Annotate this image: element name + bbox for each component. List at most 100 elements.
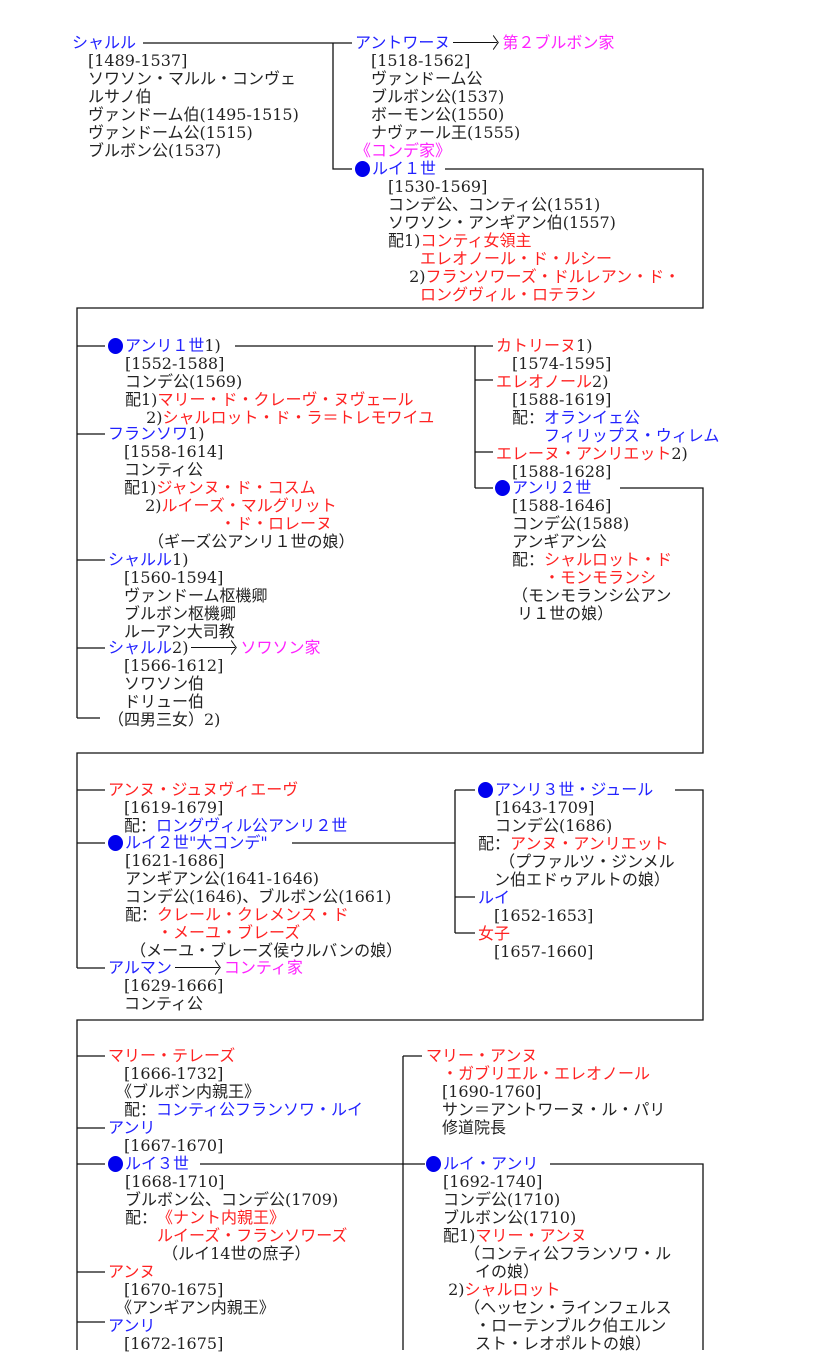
person-name: アンリ３世・ジュール <box>495 780 654 799</box>
person-detail-line: ・ガブリエル・エレオノール <box>426 1065 665 1083</box>
detail-text: [1552-1588] <box>125 354 225 373</box>
person-detail-line: コンデ公、コンティ公(1551) <box>355 196 680 214</box>
person-name: ・ガブリエル・エレオノール <box>442 1064 651 1083</box>
person-detail-line: ソワソン・アンギアン伯(1557) <box>355 214 680 232</box>
detail-text: [1657-1660] <box>478 942 594 961</box>
person-henri2: アンリ２世[1588-1646]コンデ公(1588)アンギアン公配：シャルロット… <box>495 479 672 623</box>
person-name: マリー・アンヌ <box>475 1226 587 1245</box>
person-detail-line: 配1)ジャンヌ・ド・コスム <box>108 479 355 497</box>
detail-text: コンデ公、コンティ公(1551) <box>372 195 601 214</box>
person-detail-line: コンデ公(1569) <box>108 373 434 391</box>
person-detail-line: ルイーズ・フランソワーズ <box>108 1227 347 1245</box>
detail-text: [1668-1710] <box>125 1172 225 1191</box>
person-detail-line: 2)フランソワーズ・ドルレアン・ド・ <box>355 268 680 286</box>
detail-text: （ヘッセン・ラインフェルス <box>443 1298 672 1317</box>
person-name: ルイ３世 <box>125 1154 190 1173</box>
person-detail-line: イの娘） <box>426 1263 672 1281</box>
person-detail-line: 配：ロングヴィル公アンリ２世 <box>108 817 347 835</box>
person-detail-line: ヴァンドーム公 <box>355 70 614 88</box>
person-name: アンリ <box>108 1118 156 1137</box>
person-detail-line: ブルボン公(1710) <box>426 1209 672 1227</box>
person-detail-line: [1560-1594] <box>108 569 268 587</box>
detail-text: ブルボン公(1537) <box>72 141 222 160</box>
person-detail-line: 配：コンティ公フランソワ・ルイ <box>108 1101 363 1119</box>
person-detail-line: 配1)マリー・アンヌ <box>426 1227 672 1245</box>
person-name: アンリ１世 <box>125 336 205 355</box>
person-detail-line: [1668-1710] <box>108 1173 347 1191</box>
person-louis-henri: ルイ・アンリ[1692-1740]コンデ公(1710)ブルボン公(1710)配1… <box>426 1155 672 1353</box>
person-detail-line: リ１世の娘） <box>495 605 672 623</box>
detail-text <box>125 1227 157 1245</box>
detail-text: 2) <box>372 267 426 286</box>
person-detail-line: 女子 <box>478 925 675 943</box>
person-detail-line: [1558-1614] <box>108 443 355 461</box>
detail-text: コンデ公(1569) <box>125 372 243 391</box>
person-detail-line: [1629-1666] <box>108 977 303 995</box>
person-detail-line: ルサノ伯 <box>72 88 299 106</box>
person-name: エレオノール <box>496 372 593 391</box>
detail-text: 配1) <box>443 1226 476 1245</box>
person-name: ・ド・ロレーヌ <box>220 514 333 533</box>
person-name: コンティ女領主 <box>420 231 532 250</box>
detail-text: （プファルツ・ジンメル <box>478 852 675 871</box>
detail-text: 配： <box>125 1208 158 1227</box>
detail-text: ン伯エドゥアルトの娘） <box>478 870 670 889</box>
person-detail-line: [1619-1679] <box>108 799 347 817</box>
person-detail-line: [1518-1562] <box>355 52 614 70</box>
detail-text: ヴァンドーム枢機卿 <box>108 586 268 605</box>
person-detail-line: 配：シャルロット・ド <box>495 551 672 569</box>
person-louis2: ルイ２世"大コンデ"[1621-1686]アンギアン公(1641-1646)コン… <box>108 834 402 960</box>
person-detail-line: ルイ <box>478 889 675 907</box>
person-detail-line: ヴァンドーム伯(1495-1515) <box>72 106 299 124</box>
person-name-line: ルイ・アンリ <box>426 1155 672 1173</box>
person-detail-line: ・ド・ロレーヌ <box>108 515 355 533</box>
detail-text: ソワソン伯 <box>108 674 205 693</box>
detail-text: [1588-1619] <box>496 390 612 409</box>
detail-text <box>372 250 420 268</box>
detail-text: リ１世の娘） <box>512 604 614 623</box>
detail-text: [1643-1709] <box>495 798 595 817</box>
person-name-line: アンリ２世 <box>495 479 672 497</box>
person-detail-line: アンギアン公(1641-1646) <box>108 870 402 888</box>
person-name: コンティ公フランソワ・ルイ <box>156 1100 364 1119</box>
person-name: ・モンモランシ <box>544 568 657 587</box>
person-detail-line: サン＝アントワーヌ・ル・パリ <box>426 1101 665 1119</box>
person-detail-line: （モンモランシ公アン <box>495 587 672 605</box>
person-name: アントワーヌ <box>355 33 451 52</box>
person-detail-line: アンリ <box>108 1317 275 1335</box>
person-detail-line: 配：クレール・クレメンス・ド <box>108 906 402 924</box>
detail-text: スト・レオポルトの娘） <box>443 1334 652 1353</box>
detail-text: [1690-1760] <box>426 1082 542 1101</box>
person-detail-line: 2)ルイーズ・マルグリット <box>108 497 355 515</box>
person-detail-line: [1670-1675] <box>108 1281 275 1299</box>
person-detail-line: 《ブルボン内親王》 <box>108 1083 363 1101</box>
detail-text: [1670-1675] <box>108 1280 224 1299</box>
person-name: シャルロット <box>464 1280 561 1299</box>
house-link: ソワソン家 <box>240 638 321 657</box>
person-detail-line: コンデ公(1646)、ブルボン公(1661) <box>108 888 402 906</box>
connector-line <box>292 789 475 934</box>
person-name-line: アンヌ・ジュヌヴィエーヴ <box>108 781 347 799</box>
connector-line <box>76 168 704 718</box>
detail-text: 《アンギアン内親王》 <box>108 1298 275 1317</box>
person-name: ルイ・アンリ <box>443 1154 539 1173</box>
person-name: ルイ２世"大コンデ" <box>125 833 268 852</box>
connector-line <box>76 789 704 1350</box>
person-detail-line: ・メーユ・ブレーズ <box>108 924 402 942</box>
person-name: アンリ <box>108 1316 156 1335</box>
house-link: 《コンデ家》 <box>355 141 452 160</box>
person-name: アンヌ <box>108 1262 156 1281</box>
detail-text: アンギアン公 <box>512 532 607 551</box>
person-detail-line: [1692-1740] <box>426 1173 672 1191</box>
person-detail-line: アンギアン公 <box>495 533 672 551</box>
connector-line <box>200 1055 425 1350</box>
detail-text: （メーユ・ブレーズ侯ウルバンの娘） <box>125 941 403 960</box>
connector-line <box>550 1163 704 1350</box>
person-name: ロングヴィル・ロテラン <box>420 285 597 304</box>
